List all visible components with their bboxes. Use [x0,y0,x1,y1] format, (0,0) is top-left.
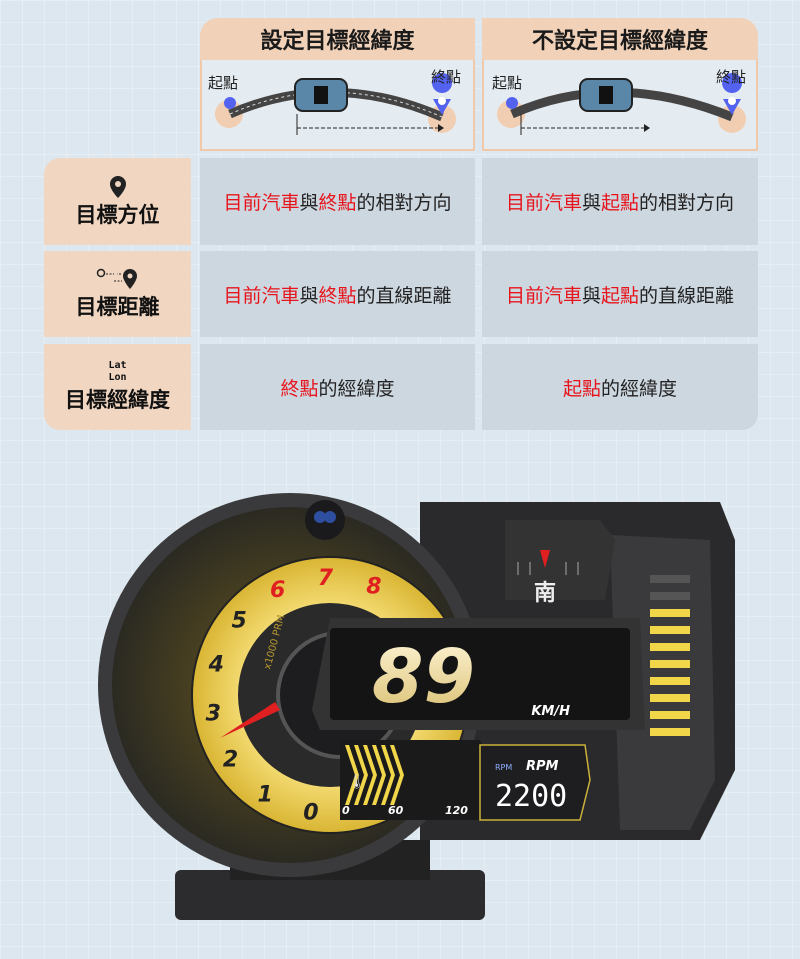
cell-text-a: 目前汽車 [505,284,582,307]
table-cell: 目前汽車與終點的相對方向 [200,158,475,245]
cell-text-b: 與 [299,192,319,214]
row-label-target-distance: 目標距離 [44,251,191,337]
cell-text-d: 的經緯度 [318,377,395,400]
temp-chevron [345,745,359,805]
rpm-gauge-icon: RPM [495,763,512,772]
car-route-icon [497,73,746,135]
temp-chevron [363,745,377,805]
table-cell: 目前汽車與起點的直線距離 [482,251,758,337]
temp-chevron [390,745,404,805]
rpm-label: RPM [526,759,559,774]
compass-pointer-icon [540,550,550,568]
tachometer-needle [220,702,280,738]
route-illustration-set-target: 起點 終點 [200,60,475,151]
temp-tick: 60 [388,804,404,817]
cell-text-c: 起點 [562,377,601,400]
cell-text-d: 的直線距離 [639,284,735,307]
car-route-icon [215,73,456,135]
rpm-panel [479,744,591,821]
route-illustration-no-target: 起點 終點 [482,60,758,151]
level-bar [650,575,690,583]
level-bar [650,677,690,685]
compass-heading: 南 [534,581,556,606]
cell-text-d: 的相對方向 [356,192,452,214]
cell-text-d: 的相對方向 [639,192,735,214]
row-label-text: 目標距離 [75,295,160,319]
coolant-temp-icon: 🌡 [348,774,366,790]
level-bar [650,660,690,668]
temp-chevron [372,745,386,805]
dial-tick-7: 7 [318,566,334,591]
temperature-ticks: 0 60 120 [342,804,468,817]
location-pin-icon [109,175,126,198]
cell-text-c: 終點 [280,377,319,400]
dial-tick-0: 0 [303,800,318,825]
speed-unit: KM/H [531,704,570,719]
table-cell: 起點的經緯度 [482,344,758,430]
end-label: 終點 [430,68,461,86]
route-distance-icon [96,268,137,289]
table-cell: 目前汽車與終點的直線距離 [200,251,475,337]
start-label: 起點 [208,74,239,92]
dial-tick-1: 1 [257,783,272,808]
cell-text-b: 與 [581,284,601,307]
lon-icon-text: Lon [108,372,127,383]
cell-text-c: 終點 [318,192,357,214]
level-bar [650,643,690,651]
cell-text-d: 的直線距離 [356,284,452,307]
table-cell: 目前汽車與起點的相對方向 [482,158,758,245]
dial-tick-6: 6 [270,578,285,603]
row-label-text: 目標方位 [75,202,160,227]
row-label-target-coordinates: Lat Lon 目標經緯度 [44,344,191,430]
dial-tick-8: 8 [366,574,381,599]
temp-chevron [381,745,395,805]
cell-text-a: 目前汽車 [223,192,300,214]
cell-text-b: 與 [581,192,601,214]
rpm-value: 2200 [495,779,567,814]
start-label: 起點 [492,74,523,92]
fuel-level-bars [650,575,690,736]
dial-tick-2: 2 [223,748,238,773]
cell-text-d: 的經緯度 [601,377,678,400]
column-header-no-target: 不設定目標經緯度 [482,18,758,60]
dial-tick-3: 3 [206,701,221,726]
temp-chevron [354,745,368,805]
speed-value: 89 [372,634,475,720]
level-bar [650,609,690,617]
table-cell: 終點的經緯度 [200,344,475,430]
cell-text-b: 與 [299,284,319,307]
lat-icon-text: Lat [108,360,127,371]
row-label-target-direction: 目標方位 [44,158,191,245]
level-bar [650,711,690,719]
cell-text-c: 終點 [318,284,357,307]
cell-text-c: 起點 [601,192,640,214]
level-bar [650,626,690,634]
row-label-text: 目標經緯度 [65,388,170,412]
level-bar [650,694,690,702]
level-bar [650,728,690,736]
cell-text-a: 目前汽車 [223,284,300,307]
compass-panel [505,520,615,600]
dial-tick-5: 5 [231,609,246,634]
temp-tick: 0 [342,804,350,817]
device-stand [175,870,485,920]
level-bar [650,592,690,600]
end-label: 終點 [715,68,746,86]
column-header-set-target: 設定目標經緯度 [200,18,475,60]
cell-text-a: 目前汽車 [505,192,582,214]
tachometer-tick-labels: 0 123 456 7 8 [206,566,382,825]
dial-tick-4: 4 [208,652,224,677]
cell-text-c: 起點 [601,284,640,307]
temp-tick: 120 [445,804,468,817]
